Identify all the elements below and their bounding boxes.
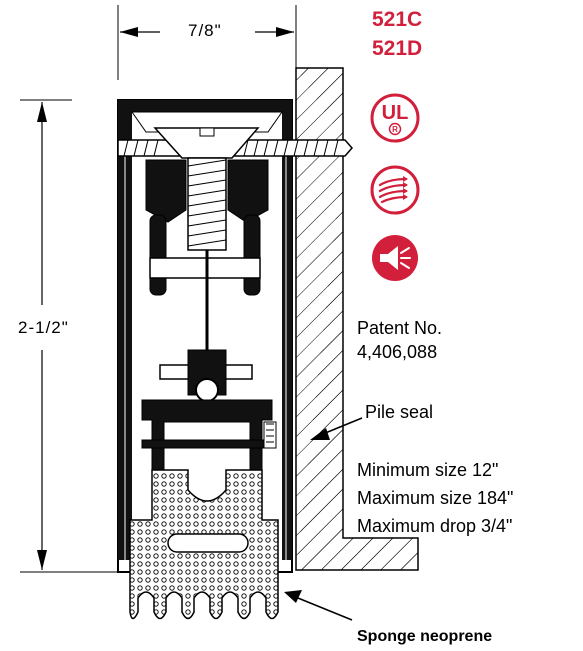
width-dimension-label: 7/8" [188, 21, 222, 40]
door-section [295, 67, 419, 571]
spec-minimum-size: Minimum size 12" [357, 460, 499, 480]
sponge-neoprene-label: Sponge neoprene [357, 628, 493, 645]
registered-mark: R [392, 125, 398, 134]
patent-label: Patent No. [357, 318, 443, 338]
patent-number: 4,406,088 [357, 342, 438, 362]
spec-maximum-drop: Maximum drop 3/4" [357, 516, 513, 536]
height-dimension [20, 99, 118, 573]
pile-seal-leader [310, 417, 363, 440]
seal-carrier [141, 399, 277, 481]
air-infiltration-icon [370, 165, 420, 215]
spec-maximum-size: Maximum size 184" [357, 488, 514, 508]
model-number-c: 521C [372, 8, 423, 31]
sponge-leader [284, 590, 353, 621]
spring-mechanism [145, 159, 269, 402]
ul-letters: UL [382, 102, 409, 124]
model-number-d: 521D [372, 37, 423, 60]
mounting-screw [117, 127, 353, 251]
height-dimension-label: 2-1/2" [18, 318, 69, 337]
pile-seal-label: Pile seal [365, 402, 434, 422]
sound-rating-icon [372, 235, 418, 281]
width-dimension [117, 5, 297, 80]
sponge-neoprene-seal [129, 469, 279, 620]
ul-certification-icon: UL R [370, 93, 420, 143]
